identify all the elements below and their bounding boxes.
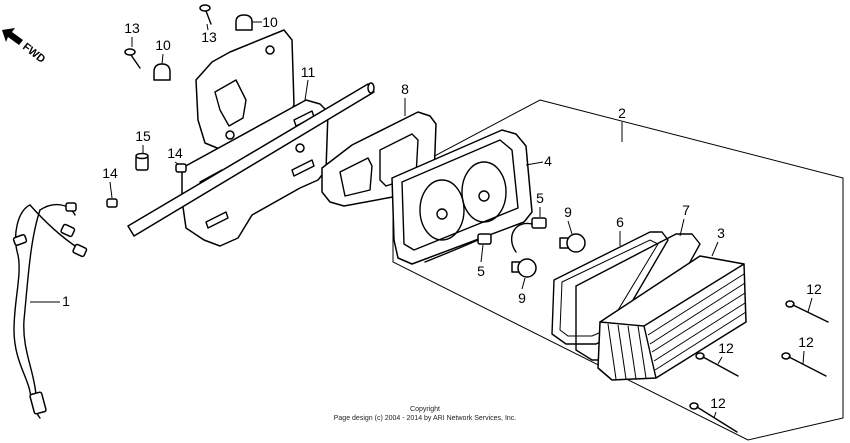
callout-4-housing[interactable]: 4 — [544, 153, 552, 169]
lamp-housing — [391, 129, 533, 265]
callout-10-cap-top[interactable]: 10 — [262, 14, 278, 30]
callout-12-bolt-d[interactable]: 12 — [710, 395, 726, 411]
bolt-12-c — [781, 352, 827, 377]
mounting-rod — [127, 82, 375, 237]
bolt-top — [199, 4, 212, 25]
callout-10-cap-left[interactable]: 10 — [155, 37, 171, 53]
callout-2-assembly[interactable]: 2 — [618, 105, 626, 121]
callout-6-gasket[interactable]: 6 — [616, 214, 624, 230]
callout-11-bracket[interactable]: 11 — [301, 64, 316, 80]
fwd-arrow-icon — [2, 28, 23, 45]
copyright-line: Copyright — [410, 406, 440, 413]
clip-14-lower — [106, 198, 118, 208]
cap-nut-left — [153, 63, 171, 81]
fwd-label: FWD — [20, 41, 47, 66]
callout-12-bolt-b[interactable]: 12 — [718, 340, 734, 356]
clip-14-upper — [175, 163, 187, 173]
callout-13-bolt-left[interactable]: 13 — [124, 20, 140, 36]
callout-15-grommet[interactable]: 15 — [135, 128, 151, 144]
callout-7-gasket[interactable]: 7 — [682, 202, 690, 218]
callout-14-upper[interactable]: 14 — [167, 145, 183, 161]
wire-harness — [12, 202, 88, 419]
bulb-lower — [511, 258, 537, 278]
callout-12-bolt-c[interactable]: 12 — [798, 334, 814, 350]
callout-5-socket-lower[interactable]: 5 — [477, 263, 485, 279]
bolt-12-b — [695, 352, 739, 377]
callout-13-bolt-top[interactable]: 13 — [201, 29, 217, 45]
socket-upper — [511, 217, 547, 253]
cap-nut-top — [235, 14, 253, 31]
bolt-12-a — [785, 300, 829, 323]
bolt-12-d — [689, 402, 738, 433]
taillight-lens — [597, 255, 747, 381]
callout-5-socket-upper[interactable]: 5 — [536, 190, 544, 206]
callout-8-gasket[interactable]: 8 — [401, 81, 409, 97]
grommet-15 — [135, 152, 149, 171]
page-design-credit: Page design (c) 2004 - 2014 by ARI Netwo… — [334, 415, 517, 422]
socket-lower — [424, 233, 492, 263]
callout-9-bulb-lower[interactable]: 9 — [518, 290, 526, 306]
callout-1-harness[interactable]: 1 — [62, 293, 70, 309]
bulb-upper — [559, 233, 586, 253]
callout-14-lower[interactable]: 14 — [102, 165, 118, 181]
callout-9-bulb-upper[interactable]: 9 — [564, 204, 572, 220]
callout-12-bolt-a[interactable]: 12 — [806, 281, 822, 297]
callout-3-lens[interactable]: 3 — [717, 225, 725, 241]
leader-lines — [30, 21, 813, 419]
bolt-upper-left — [124, 48, 141, 69]
